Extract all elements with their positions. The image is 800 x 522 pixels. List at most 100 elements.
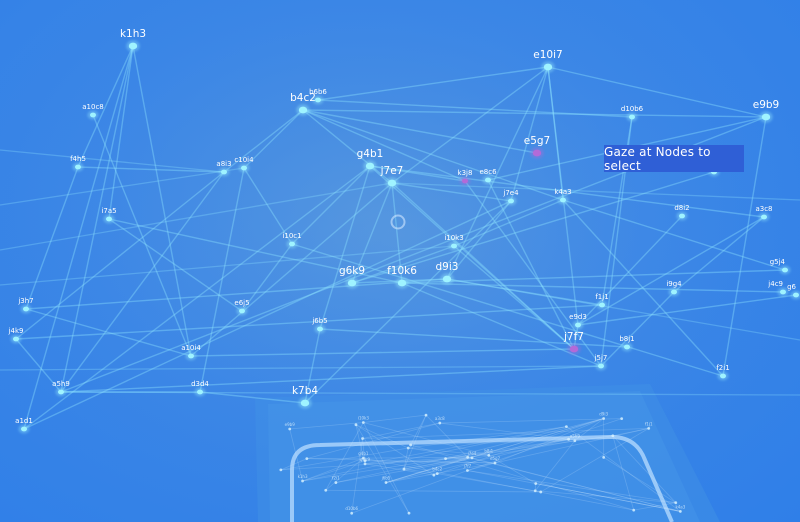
edge-c10i4-d3d4 [199,167,245,393]
node-g5j4[interactable]: g5j4 [770,258,791,275]
node-i7a5[interactable]: i7a5 [101,207,117,224]
node-dot[interactable] [761,214,767,220]
node-dot[interactable] [599,302,605,308]
node-e6j5[interactable]: e6j5 [234,299,250,316]
node-e8c6[interactable]: e8c6 [479,168,497,185]
node-dot[interactable] [543,63,553,71]
node-dot[interactable] [560,197,566,203]
node-dot[interactable] [761,113,771,121]
node-j3h7[interactable]: j3h7 [17,297,34,314]
node-i10k3[interactable]: i10k3 [444,234,464,251]
edge-g7c9-g6k9 [351,171,715,284]
node-f2i1[interactable]: f2i1 [716,364,730,381]
node-dot[interactable] [315,97,321,103]
edge-offscreen-6 [60,391,800,396]
node-dot[interactable] [720,373,726,379]
node-d10b6[interactable]: d10b6 [621,105,644,122]
node-j7e7[interactable]: j7e7 [380,165,404,189]
node-dot[interactable] [793,292,799,298]
node-dot[interactable] [598,363,604,369]
node-dot[interactable] [75,164,81,170]
node-a1d1[interactable]: a1d1 [15,417,33,434]
node-label: i10k3 [444,234,463,242]
node-j4c9[interactable]: j4c9 [767,280,789,297]
node-dot[interactable] [188,353,194,359]
node-e9d3[interactable]: e9d3 [569,313,587,330]
node-a8i3[interactable]: a8i3 [216,160,232,177]
node-j4k9[interactable]: j4k9 [8,327,24,344]
node-i10c1[interactable]: i10c1 [282,232,302,249]
node-dot[interactable] [532,149,542,157]
floor-node-label: k1h3 [298,474,308,479]
node-dot[interactable] [13,336,19,342]
node-c10i4[interactable]: c10i4 [234,156,254,173]
node-b8j1[interactable]: b8j1 [619,335,635,352]
node-dot[interactable] [782,267,788,273]
node-g6k9[interactable]: g6k9 [339,265,365,289]
node-d3d4[interactable]: d3d4 [191,380,209,397]
node-f1j1[interactable]: f1j1 [595,293,609,310]
node-b4c2[interactable]: b4c2 [290,92,316,116]
node-dot[interactable] [21,426,27,432]
node-dot[interactable] [442,275,452,283]
node-dot[interactable] [671,289,677,295]
node-dot[interactable] [387,179,397,187]
node-g6[interactable]: g6 [787,283,800,300]
node-d8i2[interactable]: d8i2 [674,204,690,221]
node-dot[interactable] [451,243,457,249]
edge-g4b1-k3j8 [369,165,466,182]
node-j7e4[interactable]: j7e4 [502,189,519,206]
node-dot[interactable] [90,112,96,118]
node-k3j8[interactable]: k3j8 [458,169,473,186]
node-dot[interactable] [569,345,579,353]
node-dot[interactable] [221,169,227,175]
node-dot[interactable] [629,114,635,120]
node-d9i3[interactable]: d9i3 [436,261,459,285]
node-dot[interactable] [780,289,786,295]
node-dot[interactable] [679,213,685,219]
node-g4b1[interactable]: g4b1 [357,148,384,172]
node-dot[interactable] [289,241,295,247]
node-label: j4c9 [767,280,783,288]
node-e5g7[interactable]: e5g7 [524,135,551,159]
node-k4a3[interactable]: k4a3 [554,188,572,205]
node-i9g4[interactable]: i9g4 [666,280,682,297]
node-dot[interactable] [23,306,29,312]
node-a10c8[interactable]: a10c8 [82,103,104,120]
node-k7b4[interactable]: k7b4 [292,385,318,409]
node-dot[interactable] [365,162,375,170]
node-f4h5[interactable]: f4h5 [70,155,86,172]
node-j5j7[interactable]: j5j7 [594,354,608,371]
node-dot[interactable] [106,216,112,222]
node-j7f7[interactable]: j7f7 [563,331,584,355]
node-a3c8[interactable]: a3c8 [755,205,773,222]
node-dot[interactable] [397,279,407,287]
node-dot[interactable] [575,322,581,328]
node-dot[interactable] [239,308,245,314]
node-dot[interactable] [298,106,308,114]
node-f10k6[interactable]: f10k6 [387,265,417,289]
node-dot[interactable] [624,344,630,350]
node-dot[interactable] [197,389,203,395]
node-e9b9[interactable]: e9b9 [753,99,780,123]
node-dot[interactable] [300,399,310,407]
floor-node [466,455,470,459]
node-a5h9[interactable]: a5h9 [52,380,70,397]
node-a10i4[interactable]: a10i4 [181,344,201,361]
node-dot[interactable] [347,279,357,287]
node-dot[interactable] [241,165,247,171]
node-k1h3[interactable]: k1h3 [120,28,146,52]
floor-node [567,437,570,441]
node-dot[interactable] [508,198,514,204]
node-dot[interactable] [128,42,138,50]
node-b6b6[interactable]: b6b6 [309,88,327,105]
edge-j7e7-g6k9 [351,182,393,284]
node-j6b5[interactable]: j6b5 [311,317,328,334]
node-dot[interactable] [485,177,491,183]
node-dot[interactable] [58,389,64,395]
node-e10i7[interactable]: e10i7 [533,49,563,73]
node-dot[interactable] [462,178,468,184]
node-dot[interactable] [317,326,323,332]
